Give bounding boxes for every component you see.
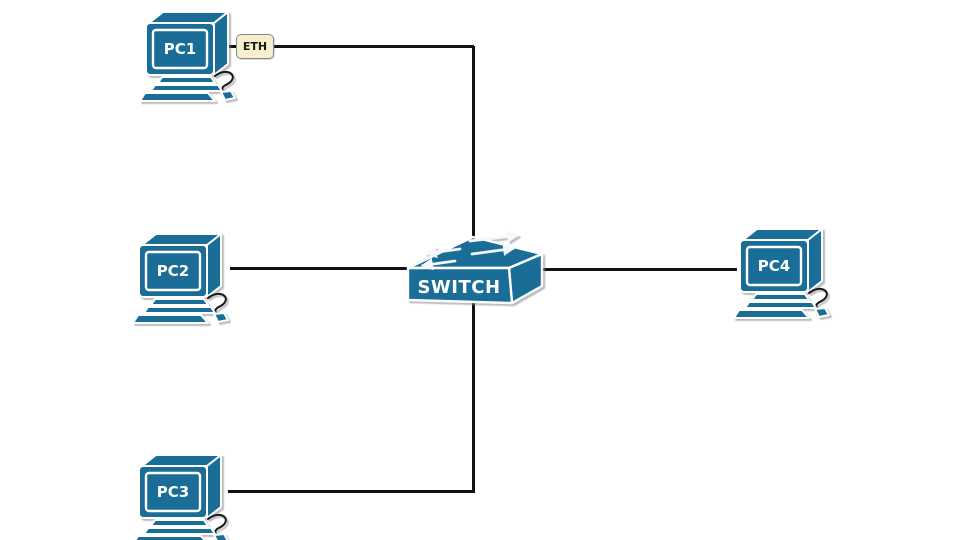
connector-vertical-to-switch-top[interactable] (472, 46, 475, 238)
pc1-label: PC1 (164, 40, 196, 58)
pc-icon: PC3 (134, 454, 229, 540)
pc2-label: PC2 (157, 262, 189, 280)
node-pc4[interactable]: PC4 (733, 224, 833, 320)
connector-switch-to-pc4[interactable] (543, 268, 737, 271)
pc-icon: PC4 (733, 228, 830, 319)
pc4-label: PC4 (758, 257, 790, 275)
pc-icon: PC1 (139, 11, 236, 102)
node-pc3[interactable]: PC3 (132, 450, 232, 540)
pc3-label: PC3 (157, 483, 189, 501)
connector-pc3-horizontal[interactable] (228, 490, 475, 493)
connector-pc2-to-switch[interactable] (230, 267, 407, 270)
eth-interface-badge[interactable]: ETH (236, 34, 274, 59)
node-pc1[interactable]: PC1 (139, 7, 239, 103)
switching-arrows-icon (420, 230, 520, 271)
connector-pc1-to-eth[interactable] (224, 45, 237, 48)
pc-icon: PC2 (132, 233, 229, 324)
node-switch[interactable]: SWITCH (405, 230, 545, 310)
connector-switch-bottom-vertical[interactable] (472, 302, 475, 492)
switch-label: SWITCH (417, 277, 500, 298)
connector-eth-horizontal[interactable] (273, 45, 474, 48)
switch-icon: SWITCH (406, 230, 544, 305)
node-pc2[interactable]: PC2 (132, 229, 232, 325)
